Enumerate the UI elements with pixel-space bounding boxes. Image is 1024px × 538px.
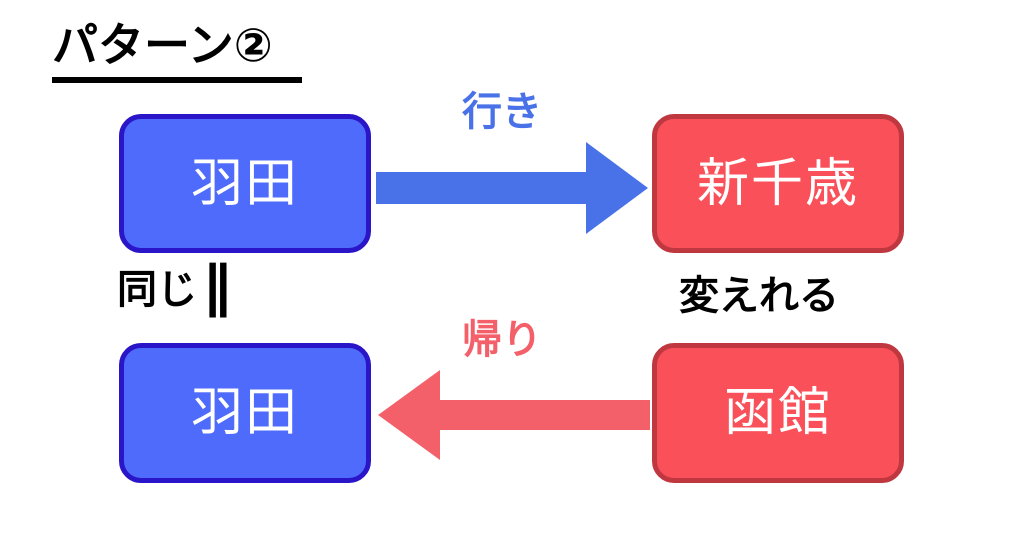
node-haneda-departure: 羽田	[119, 114, 371, 253]
node-shinchitose-arrival: 新千歳	[652, 114, 904, 253]
node-hakodate-departure: 函館	[652, 343, 904, 483]
arrow-label-return: 帰り	[462, 317, 542, 363]
title-underline	[52, 77, 302, 83]
annotation-same-text: 同じ	[117, 267, 197, 314]
parallel-bars-icon: ∥	[203, 255, 231, 320]
arrow-right-icon-outbound	[376, 142, 648, 234]
node-label: 函館	[723, 383, 832, 443]
annotation-changeable-airport: 変えれる	[679, 273, 839, 319]
annotation-same-airport: 同じ ∥	[117, 255, 231, 320]
node-haneda-return-arrival: 羽田	[119, 343, 371, 483]
node-label: 羽田	[190, 153, 299, 214]
node-label: 羽田	[190, 383, 299, 443]
arrow-label-outbound: 行き	[462, 89, 542, 135]
arrow-left-icon-return	[378, 370, 650, 460]
page-title: パターン②	[52, 18, 273, 72]
node-label: 新千歳	[696, 153, 859, 214]
